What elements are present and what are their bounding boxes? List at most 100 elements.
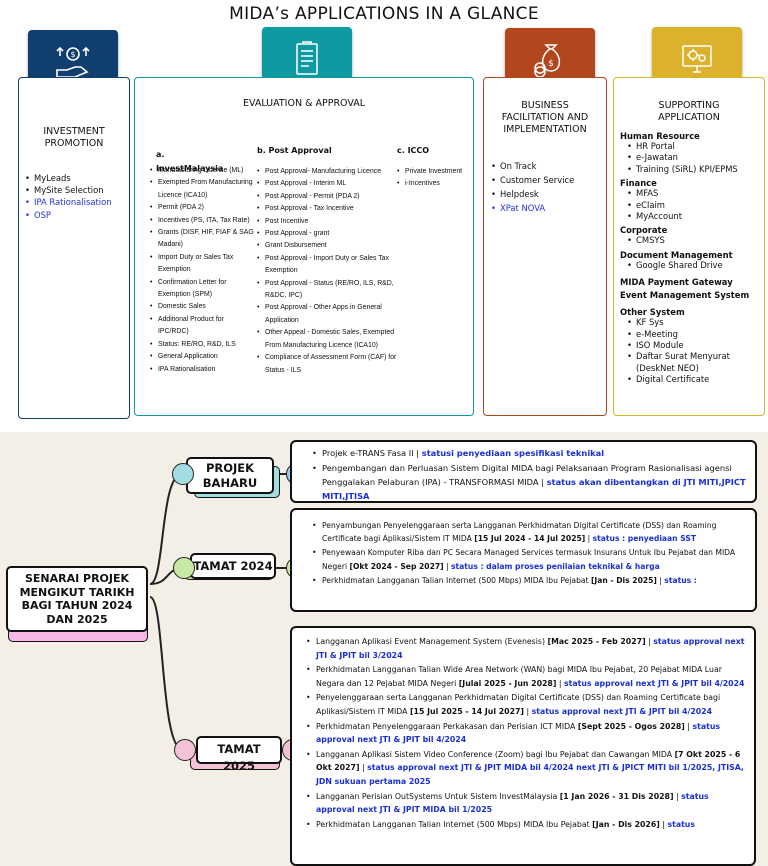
list-item[interactable]: Digital Certificate bbox=[620, 374, 764, 386]
list-item[interactable]: Post Approval - Other Apps in General Ap… bbox=[257, 302, 397, 327]
list-item[interactable]: Post Approval - Status (RE/RO, ILS, R&D,… bbox=[257, 278, 397, 303]
list-item[interactable]: ISO Module bbox=[620, 340, 764, 352]
group-title: Human Resource bbox=[620, 131, 700, 141]
business-heading: BUSINESS FACILITATION AND IMPLEMENTATION bbox=[501, 100, 589, 135]
list-item[interactable]: IPA Rationalisation bbox=[150, 364, 254, 377]
list-item[interactable]: Exempted From Manufacturing Licence (ICA… bbox=[150, 177, 254, 202]
root-node: SENARAI PROJEK MENGIKUT TARIKH BAGI TAHU… bbox=[6, 566, 148, 632]
list-item[interactable]: Helpdesk bbox=[490, 187, 604, 201]
list-item[interactable]: Perkhidmatan Langganan Talian Internet (… bbox=[310, 574, 747, 587]
list-item[interactable]: Additional Product for IPC/RDC) bbox=[150, 314, 254, 339]
list-item[interactable]: Post Approval- Manufacturing Licence bbox=[257, 166, 397, 179]
icco-list: Private Investment i-Incentives bbox=[397, 166, 473, 191]
list-item[interactable]: Langganan Aplikasi Sistem Video Conferen… bbox=[304, 748, 750, 789]
list-item[interactable]: CMSYS bbox=[620, 235, 764, 247]
investmalaysia-list: Manufacturing License (ML) Exempted From… bbox=[150, 165, 254, 376]
list-item[interactable]: Google Shared Drive bbox=[620, 260, 764, 272]
list-item[interactable]: Status: RE/RO, R&D, ILS bbox=[150, 339, 254, 352]
group-title: Corporate bbox=[620, 225, 668, 236]
list-item[interactable]: Perkhidmatan Langganan Talian Internet (… bbox=[304, 818, 750, 832]
list-item[interactable]: Domestic Sales bbox=[150, 301, 254, 314]
list-item[interactable]: Daftar Surat Menyurat (DeskNet NEO) bbox=[620, 351, 764, 374]
business-list: On Track Customer Service Helpdesk XPat … bbox=[490, 159, 604, 215]
list-item[interactable]: Perkhidmatan Langganan Talian Wide Area … bbox=[304, 663, 750, 690]
business-facilitation-panel: BUSINESS FACILITATION AND IMPLEMENTATION… bbox=[483, 77, 607, 416]
group-list: CMSYS bbox=[620, 235, 764, 247]
list-item[interactable]: Post Approval - grant bbox=[257, 228, 397, 241]
list-item[interactable]: Penyewaan Komputer Riba dan PC Secara Ma… bbox=[310, 546, 747, 572]
list-item[interactable]: KF Sys bbox=[620, 317, 764, 329]
list-item[interactable]: Post Approval - Interim ML bbox=[257, 178, 397, 191]
list-item[interactable]: Incentives (PS, ITA, Tax Rate) bbox=[150, 215, 254, 228]
list-item[interactable]: Post Approval - Import Duty or Sales Tax… bbox=[257, 253, 397, 278]
investment-list: MyLeads MySite Selection IPA Rationalisa… bbox=[24, 172, 128, 221]
investment-promotion-panel: INVESTMENT PROMOTION MyLeads MySite Sele… bbox=[18, 77, 130, 419]
group-title: Document Management bbox=[620, 249, 733, 260]
icco-section: c. ICCO Private Investment i-Incentives bbox=[397, 146, 473, 191]
investment-heading: INVESTMENT PROMOTION bbox=[43, 126, 105, 149]
list-item[interactable]: Penyelenggaraan serta Langganan Perkhidm… bbox=[304, 691, 750, 718]
group-list: Google Shared Drive bbox=[620, 260, 764, 272]
list-item[interactable]: Manufacturing License (ML) bbox=[150, 165, 254, 178]
group-title: Event Management System bbox=[620, 290, 750, 301]
tamat-2025-panel: Langganan Aplikasi Event Management Syst… bbox=[290, 626, 756, 866]
tamat-2024-panel: Penyambungan Penyelenggaraan serta Langg… bbox=[290, 508, 757, 612]
list-item[interactable]: MyAccount bbox=[620, 211, 764, 223]
list-item[interactable]: IPA Rationalisation bbox=[24, 196, 128, 208]
list-item[interactable]: eClaim bbox=[620, 200, 764, 212]
list-item[interactable]: Confirmation Letter for Exemption (SPM) bbox=[150, 277, 254, 302]
list-item[interactable]: i-Incentives bbox=[397, 178, 473, 191]
list-item[interactable]: Pengembangan dan Perluasan Sistem Digita… bbox=[310, 461, 747, 501]
supporting-heading: SUPPORTING APPLICATION bbox=[658, 100, 720, 123]
list-item[interactable]: Customer Service bbox=[490, 173, 604, 187]
evaluation-approval-panel: EVALUATION & APPROVAL a. InvestMalaysia … bbox=[134, 77, 474, 416]
list-item[interactable]: Langganan Perisian OutSystems Untuk Sist… bbox=[304, 790, 750, 817]
projek-baharu-panel: Projek e-TRANS Fasa II | statusi penyedi… bbox=[290, 440, 757, 503]
list-item[interactable]: XPat NOVA bbox=[490, 201, 604, 215]
group-title: Finance bbox=[620, 178, 657, 189]
list-item[interactable]: MFAS bbox=[620, 188, 764, 200]
branch-projek-baharu[interactable]: PROJEK BAHARU bbox=[186, 457, 274, 494]
branch-dot bbox=[173, 557, 195, 579]
list-item[interactable]: Langganan Aplikasi Event Management Syst… bbox=[304, 635, 750, 662]
list-item[interactable]: Compliance of Assessment Form (CAF) for … bbox=[257, 352, 397, 377]
list-item[interactable]: Training (SiRL) KPI/EPMS bbox=[620, 164, 764, 176]
list-item[interactable]: Penyambungan Penyelenggaraan serta Langg… bbox=[310, 519, 747, 545]
list-item[interactable]: Projek e-TRANS Fasa II | statusi penyedi… bbox=[310, 446, 747, 460]
list-item[interactable]: Post Approval - Permit (PDA 2) bbox=[257, 191, 397, 204]
list-item[interactable]: Post Incentive bbox=[257, 216, 397, 229]
group-title: Other System bbox=[620, 307, 685, 318]
group-list: HR Portal e-Jawatan Training (SiRL) KPI/… bbox=[620, 141, 764, 176]
list-item[interactable]: Permit (PDA 2) bbox=[150, 202, 254, 215]
list-item[interactable]: Private Investment bbox=[397, 166, 473, 179]
post-approval-section: b. Post Approval Post Approval- Manufact… bbox=[257, 146, 397, 377]
svg-text:$: $ bbox=[70, 50, 75, 59]
post-approval-title: b. Post Approval bbox=[257, 146, 332, 155]
list-item[interactable]: e-Meeting bbox=[620, 329, 764, 341]
list-item[interactable]: Grants (DISF, HIF, FIAF & SAG Madani) bbox=[150, 227, 254, 252]
supporting-groups: Human Resource HR Portal e-Jawatan Train… bbox=[620, 128, 764, 386]
branch-dot bbox=[172, 463, 194, 485]
group-title: MIDA Payment Gateway bbox=[620, 277, 733, 288]
branch-dot bbox=[174, 739, 196, 761]
list-item[interactable]: General Application bbox=[150, 351, 254, 364]
group-list: MFAS eClaim MyAccount bbox=[620, 188, 764, 223]
list-item[interactable]: Perkhidmatan Penyelenggaraan Perkakasan … bbox=[304, 720, 750, 747]
list-item[interactable]: MyLeads bbox=[24, 172, 128, 184]
list-item[interactable]: MySite Selection bbox=[24, 184, 128, 196]
list-item[interactable]: Grant Disbursement bbox=[257, 240, 397, 253]
post-approval-list: Post Approval- Manufacturing Licence Pos… bbox=[257, 166, 397, 377]
list-item[interactable]: Other Appeal - Domestic Sales, Exempted … bbox=[257, 327, 397, 352]
list-item[interactable]: Post Approval - Tax Incentive bbox=[257, 203, 397, 216]
list-item[interactable]: Import Duty or Sales Tax Exemption bbox=[150, 252, 254, 277]
list-item[interactable]: HR Portal bbox=[620, 141, 764, 153]
group-list: KF Sys e-Meeting ISO Module Daftar Surat… bbox=[620, 317, 764, 386]
list-item[interactable]: OSP bbox=[24, 209, 128, 221]
branch-tamat-2024[interactable]: TAMAT 2024 bbox=[190, 553, 276, 579]
list-item[interactable]: On Track bbox=[490, 159, 604, 173]
branch-tamat-2025[interactable]: TAMAT 2025 bbox=[196, 736, 282, 773]
svg-text:$: $ bbox=[548, 59, 554, 69]
list-item[interactable]: e-Jawatan bbox=[620, 152, 764, 164]
project-mindmap: SENARAI PROJEK MENGIKUT TARIKH BAGI TAHU… bbox=[0, 432, 768, 866]
page-title: MIDA’s APPLICATIONS IN A GLANCE bbox=[229, 4, 539, 24]
